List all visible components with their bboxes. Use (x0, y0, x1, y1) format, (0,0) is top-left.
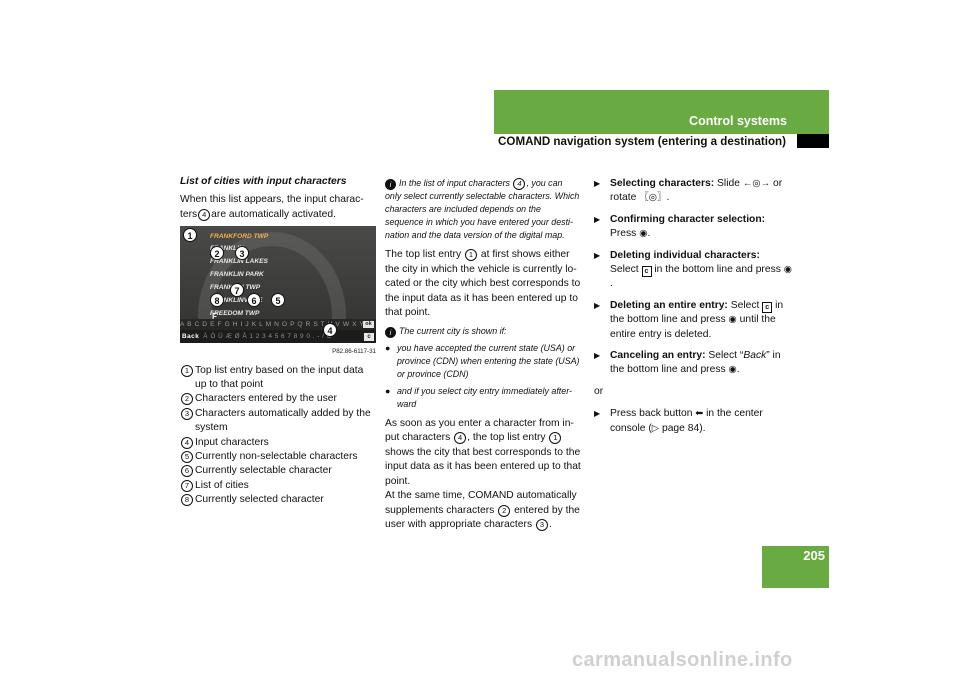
column-3: ▶ Selecting characters: Slide ←◎→ or rot… (594, 177, 794, 443)
clear-key-icon: c (762, 301, 773, 313)
section-title: Control systems (689, 114, 787, 128)
list-item: ▶ Selecting characters: Slide ←◎→ or rot… (594, 177, 794, 206)
clear-key: c (364, 333, 374, 342)
ref-4-icon: 4 (454, 432, 467, 445)
callout-3: 3 (235, 246, 249, 261)
city-list-item: FRANKFORD TWP (210, 233, 269, 241)
ref-3-icon: 3 (535, 518, 548, 531)
callout-1: 1 (183, 228, 197, 243)
press-controller-icon: ◉ (728, 364, 737, 376)
press-controller-icon: ◉ (728, 314, 737, 326)
ref-5-icon: 5 (181, 451, 193, 464)
list-item: ●you have accepted the current state (US… (385, 342, 580, 379)
callout-4: 4 (323, 323, 337, 338)
ref-1-icon: 1 (549, 432, 562, 445)
city-list-item: FRANKLIN (210, 245, 244, 253)
list-item: ▶ Deleting an entire entry: Select c in … (594, 299, 794, 342)
ref-4-icon: 4 (198, 208, 211, 221)
page-ref-arrow-icon: ▷ (651, 422, 660, 434)
list-item: ●and if you select city entry immediatel… (385, 385, 572, 409)
header-marker (797, 134, 829, 148)
bullet-arrow-icon: ▶ (594, 214, 601, 224)
back-key: Back (182, 333, 200, 341)
ref-4-icon: 4 (181, 436, 193, 449)
list-item: ▶ Press back button ⬅ in the center cons… (594, 407, 794, 436)
info-icon: i (385, 179, 396, 190)
clear-key-icon: c (641, 266, 652, 278)
ok-key: ok (363, 321, 374, 329)
callout-2: 2 (210, 246, 224, 261)
ref-2-icon: 2 (181, 393, 193, 406)
paragraph: As soon as you enter a character from in… (385, 418, 581, 531)
callout-6: 6 (247, 293, 261, 308)
bullet-arrow-icon: ▶ (594, 250, 601, 260)
list-item: ▶ Canceling an entry: Select “Back” in t… (594, 349, 794, 378)
bullet-arrow-icon: ▶ (594, 409, 601, 419)
intro-paragraph: When this list appears, the input charac… (180, 194, 364, 221)
ref-2-icon: 2 (498, 504, 511, 517)
steps-list: ▶ Selecting characters: Slide ←◎→ or rot… (594, 177, 794, 378)
ref-7-icon: 7 (181, 479, 193, 492)
press-controller-icon: ◉ (783, 264, 793, 276)
callout-8: 8 (210, 293, 224, 308)
input-character-row: A B C D E F G H I J K L M N O P Q R S T … (180, 319, 376, 331)
callout-5: 5 (271, 293, 285, 308)
bullet-arrow-icon: ▶ (594, 351, 601, 361)
selected-char-label: F (212, 312, 217, 322)
ref-1-icon: 1 (465, 249, 477, 262)
callout-7: 7 (230, 283, 244, 298)
paragraph: The top list entry 1 at first shows eith… (385, 249, 581, 319)
city-list-item: FRANKLINVILLE (210, 297, 263, 305)
ref-4-icon: 4 (513, 178, 526, 190)
slide-controller-icon: ←◎→ (742, 178, 771, 189)
list-item: ▶ Deleting individual characters: Select… (594, 249, 794, 292)
column-1: List of cities with input characters Whe… (180, 175, 376, 508)
comand-screenshot: FRANKFORD TWP FRANKLIN FRANKLIN LAKES FR… (180, 226, 376, 344)
back-button-icon: ⬅ (695, 408, 704, 420)
note-list: ●you have accepted the current state (US… (385, 342, 581, 411)
bullet-arrow-icon: ▶ (594, 179, 601, 188)
city-list-item: FREEDOM TWP (210, 310, 260, 318)
list-item: ▶ Confirming character selection: Press … (594, 213, 794, 242)
ref-3-icon: 3 (181, 407, 193, 420)
info-icon: i (385, 326, 396, 338)
watermark: carmanualsonline.info (572, 649, 793, 671)
figure-code: P82.86-6117-31 (332, 348, 376, 356)
ref-8-icon: 8 (181, 494, 193, 507)
city-list-item: FRANKLIN PARK (210, 271, 264, 279)
page-number: 205 (762, 546, 829, 588)
ref-6-icon: 6 (181, 465, 193, 478)
or-label: or (594, 385, 604, 397)
steps-list-2: ▶ Press back button ⬅ in the center cons… (594, 407, 794, 436)
subsection-title: COMAND navigation system (entering a des… (498, 135, 786, 148)
ref-1-icon: 1 (181, 364, 193, 377)
press-controller-icon: ◉ (639, 228, 648, 240)
city-list-item: FRANKLIN LAKES (210, 258, 268, 266)
list-heading: List of cities with input characters (180, 176, 347, 187)
bullet-arrow-icon: ▶ (594, 300, 601, 310)
header-band (494, 90, 829, 134)
rotate-controller-icon: 〖◎〗 (639, 192, 667, 204)
